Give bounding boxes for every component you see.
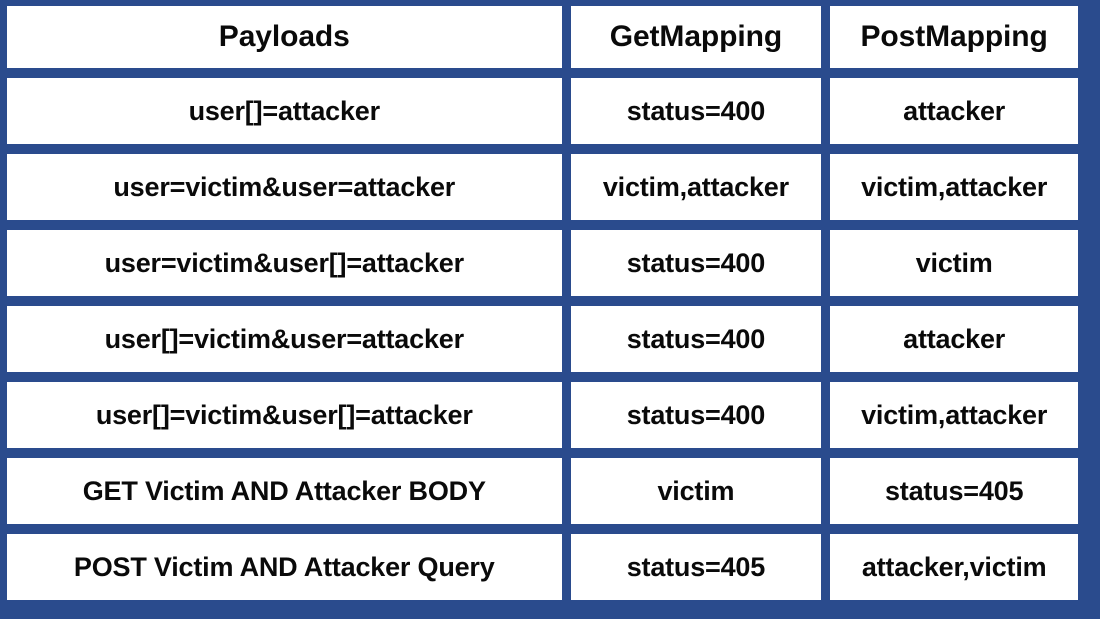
table-grid: Payloads GetMapping PostMapping user[]=a… — [7, 6, 1078, 600]
cell-payload: user=victim&user[]=attacker — [7, 230, 562, 296]
cell-payload: user[]=attacker — [7, 78, 562, 144]
table-row: user[]=victim&user=attacker status=400 a… — [7, 306, 1078, 372]
table-row: user=victim&user[]=attacker status=400 v… — [7, 230, 1078, 296]
table-row: user=victim&user=attacker victim,attacke… — [7, 154, 1078, 220]
cell-getmapping: status=400 — [570, 306, 822, 372]
cell-payload: user=victim&user=attacker — [7, 154, 562, 220]
cell-getmapping: status=405 — [570, 534, 822, 600]
column-header-payloads: Payloads — [7, 6, 562, 68]
cell-postmapping: attacker — [830, 78, 1078, 144]
table-row: GET Victim AND Attacker BODY victim stat… — [7, 458, 1078, 524]
cell-getmapping: victim — [570, 458, 822, 524]
cell-postmapping: victim — [830, 230, 1078, 296]
cell-payload: user[]=victim&user[]=attacker — [7, 382, 562, 448]
cell-payload: user[]=victim&user=attacker — [7, 306, 562, 372]
cell-postmapping: status=405 — [830, 458, 1078, 524]
cell-payload: POST Victim AND Attacker Query — [7, 534, 562, 600]
cell-getmapping: status=400 — [570, 230, 822, 296]
column-header-postmapping: PostMapping — [830, 6, 1078, 68]
cell-getmapping: status=400 — [570, 78, 822, 144]
table-header-row: Payloads GetMapping PostMapping — [7, 6, 1078, 68]
cell-getmapping: status=400 — [570, 382, 822, 448]
table-row: user[]=attacker status=400 attacker — [7, 78, 1078, 144]
column-header-getmapping: GetMapping — [570, 6, 822, 68]
table-row: POST Victim AND Attacker Query status=40… — [7, 534, 1078, 600]
cell-postmapping: attacker,victim — [830, 534, 1078, 600]
cell-getmapping: victim,attacker — [570, 154, 822, 220]
table-row: user[]=victim&user[]=attacker status=400… — [7, 382, 1078, 448]
cell-postmapping: attacker — [830, 306, 1078, 372]
cell-postmapping: victim,attacker — [830, 154, 1078, 220]
cell-payload: GET Victim AND Attacker BODY — [7, 458, 562, 524]
cell-postmapping: victim,attacker — [830, 382, 1078, 448]
